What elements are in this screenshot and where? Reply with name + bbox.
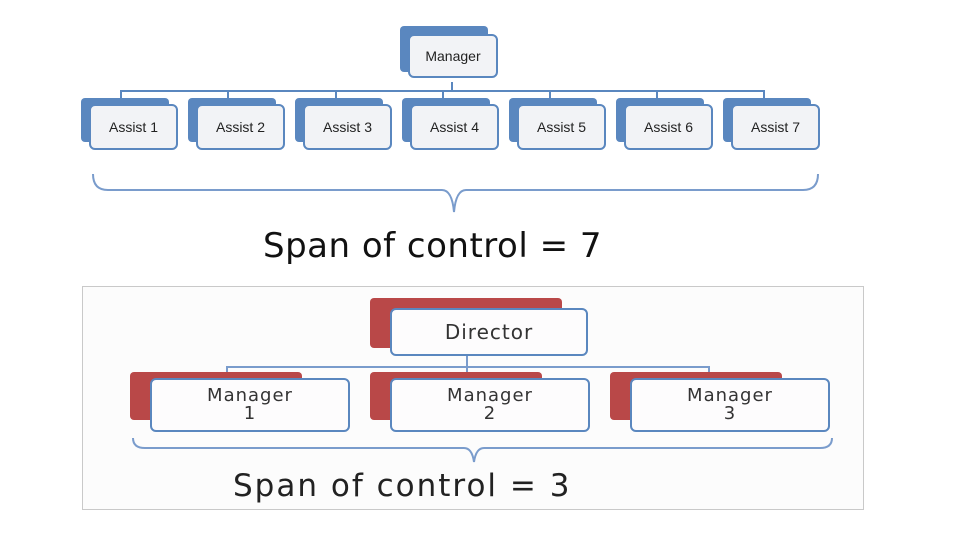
org-node-label: Manager 1: [150, 378, 350, 432]
connector-drop: [227, 90, 229, 102]
org-node-assist: Assist 5: [509, 98, 609, 154]
org-node-label: Manager: [408, 34, 498, 78]
connector-drop: [335, 90, 337, 102]
org-node-label: Assist 3: [303, 104, 392, 150]
org-node-label: Manager 2: [390, 378, 590, 432]
connector-drop: [442, 90, 444, 102]
org-node-label: Assist 6: [624, 104, 713, 150]
org-node-assist: Assist 2: [188, 98, 288, 154]
connector-drop: [120, 90, 122, 102]
org-node-manager: Manager 3: [610, 372, 832, 434]
connector-drop: [656, 90, 658, 102]
org-node-label: Assist 2: [196, 104, 285, 150]
span-of-control-caption: Span of control = 3: [233, 468, 572, 504]
org-node-label: Director: [390, 308, 588, 356]
connector-root-down: [451, 82, 453, 91]
org-node-assist: Assist 1: [81, 98, 181, 154]
connector-root-down: [466, 356, 468, 367]
org-node-manager: Manager 1: [130, 372, 352, 434]
span-of-control-caption: Span of control = 7: [263, 226, 603, 266]
org-node-label: Manager 3: [630, 378, 830, 432]
connector-horizontal-bar: [226, 366, 710, 368]
org-node-manager: Manager 2: [370, 372, 592, 434]
org-node-label: Assist 4: [410, 104, 499, 150]
org-node-assist: Assist 6: [616, 98, 716, 154]
org-node-director: Director: [370, 298, 590, 360]
org-node-label: Assist 7: [731, 104, 820, 150]
org-node-label: Assist 5: [517, 104, 606, 150]
connector-drop: [763, 90, 765, 102]
org-node-assist: Assist 7: [723, 98, 823, 154]
org-node-assist: Assist 3: [295, 98, 395, 154]
org-node-label: Assist 1: [89, 104, 178, 150]
org-node-manager: Manager: [400, 26, 500, 82]
connector-drop: [549, 90, 551, 102]
org-node-assist: Assist 4: [402, 98, 502, 154]
